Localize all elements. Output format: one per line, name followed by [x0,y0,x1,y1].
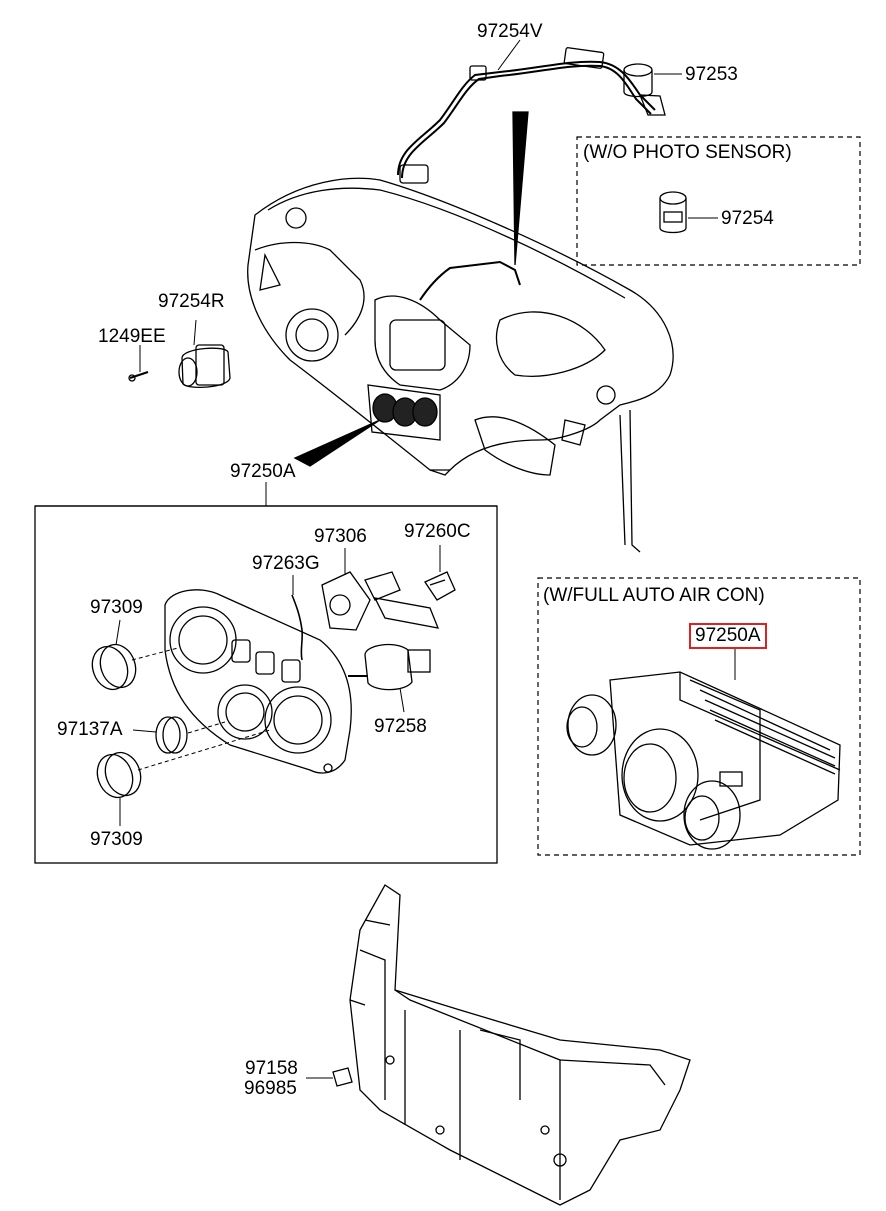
cable-97263g [291,575,304,661]
photo-sensor-box [576,136,861,266]
callout-97254: 97254 [721,208,774,229]
sensor-97254r [178,319,231,389]
knob-97309-top [91,619,179,691]
callout-97158: 97158 [245,1058,298,1079]
callout-97254v: 97254V [477,21,543,42]
knob-97309-bottom [96,729,271,826]
callout-97260c: 97260C [404,521,471,542]
pointer-wedge-upper [512,111,529,266]
callout-97250a-auto-highlighted[interactable]: 97250A [689,623,767,649]
screw-1249ee [128,345,149,382]
clip-97260c [424,545,456,601]
auto-air-box-title: (W/FULL AUTO AIR CON) [543,585,765,606]
callout-97250a-main: 97250A [230,461,296,482]
auto-air-box [537,577,861,856]
control-panel-housing [164,589,352,774]
callout-97263g: 97263G [252,553,320,574]
callout-96985: 96985 [244,1078,297,1099]
callout-97309-top: 97309 [90,597,143,618]
callout-97253: 97253 [685,64,738,85]
pointer-wedge-lower [265,419,381,506]
control-assembly-box [34,505,498,864]
callout-97306: 97306 [314,526,367,547]
actuator-97306 [321,548,440,631]
switch-97258 [348,643,431,713]
clip-97158 [306,1067,353,1087]
front-carrier-panel [349,884,691,1206]
callout-97254r: 97254R [158,291,225,312]
callout-97258: 97258 [374,716,427,737]
callout-97309-bottom: 97309 [90,829,143,850]
wiring-harness-97254v [397,39,656,184]
callout-97137a: 97137A [57,719,123,740]
photo-sensor-97253 [623,63,682,116]
dashboard-panel [247,177,674,553]
photo-sensor-box-title: (W/O PHOTO SENSOR) [583,142,792,163]
callout-1249ee: 1249EE [98,326,166,347]
ring-97137a [132,716,226,754]
